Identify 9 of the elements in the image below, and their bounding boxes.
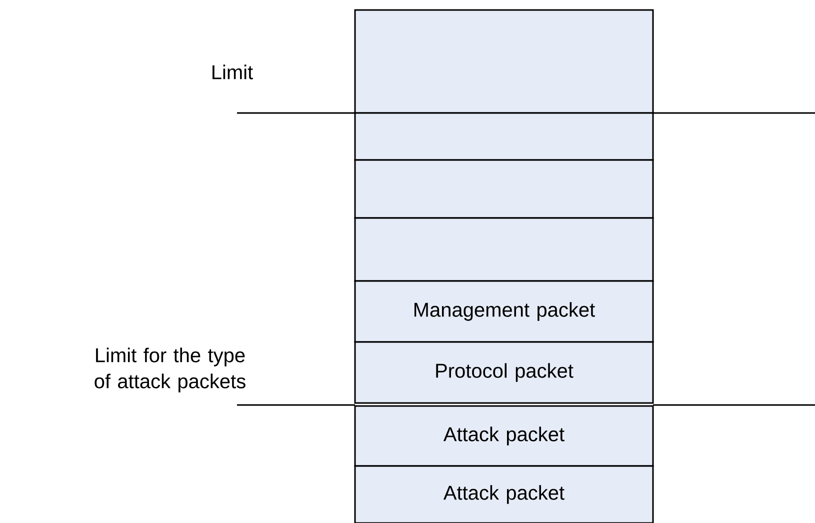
limit-label: Limit: [212, 64, 253, 80]
empty-cell: [354, 112, 654, 161]
limit-label: Limit for the type of attack packets: [94, 348, 246, 392]
packet-cell: Protocol packet: [354, 341, 654, 404]
empty-cell: [354, 217, 654, 282]
empty-cell: [354, 159, 654, 219]
packet-cell: Attack packet: [354, 465, 654, 523]
packet-cell: Management packet: [354, 280, 654, 343]
packet-cell: Attack packet: [354, 405, 654, 467]
